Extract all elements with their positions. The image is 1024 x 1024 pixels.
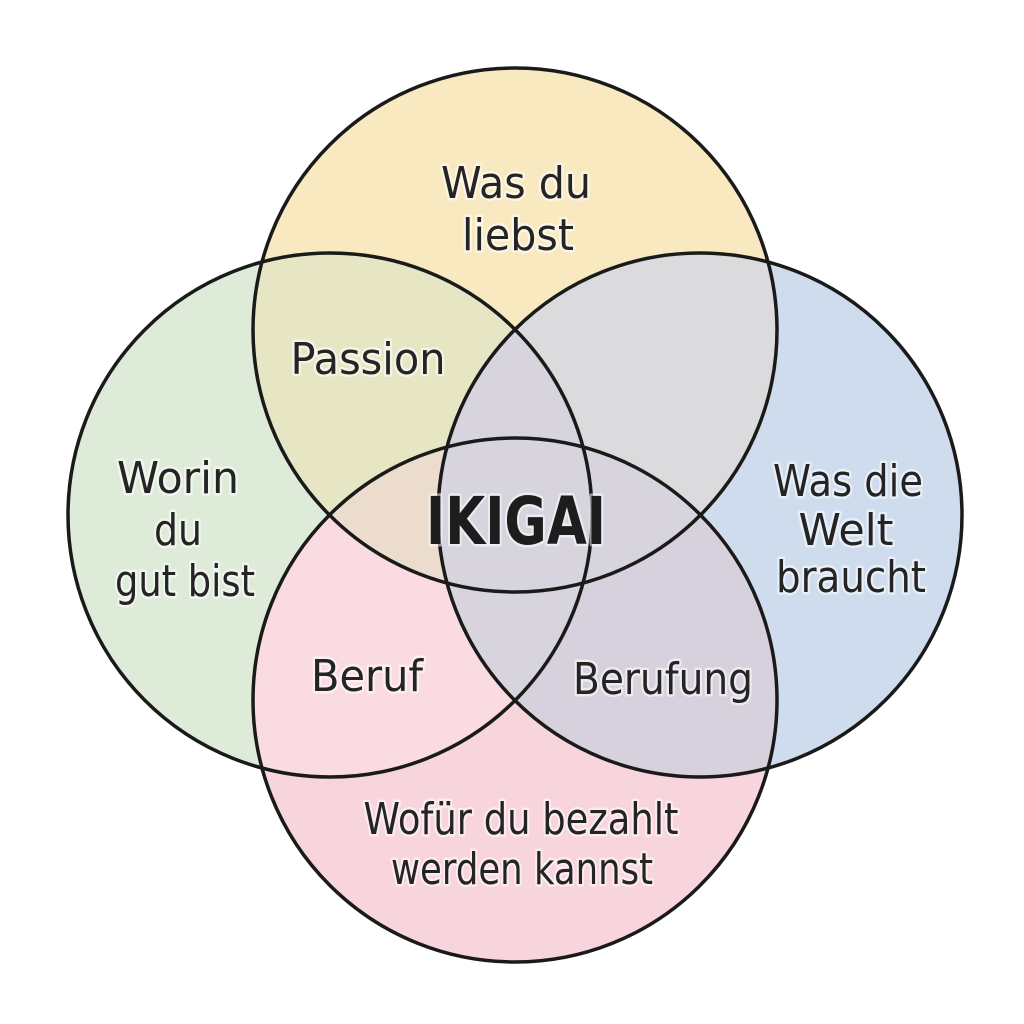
label-top-love-line-1: Was du xyxy=(441,158,591,209)
label-right-world-needs-line-1: Was die xyxy=(773,456,923,507)
label-left-good-at-line-1: Worin xyxy=(117,453,239,504)
label-right-world-needs-line-2: Welt xyxy=(799,505,894,556)
label-left-good-at-line-2: du xyxy=(154,505,202,556)
circle-top-love-outline xyxy=(251,66,779,594)
label-passion: Passion xyxy=(291,334,446,385)
circle-left-good-at-outline xyxy=(66,251,594,779)
label-top-love-line-2: liebst xyxy=(462,210,574,261)
labels: Was du liebst Passion Worin du gut bist … xyxy=(113,156,929,898)
label-berufung: Berufung xyxy=(573,654,753,705)
label-ikigai-center: IKIGAI xyxy=(426,483,606,560)
circle-bottom-paid-for-outline xyxy=(251,436,779,964)
circle-right-world-needs-outline xyxy=(436,251,964,779)
label-right-world-needs-line-3: braucht xyxy=(776,552,926,603)
label-left-good-at-line-3: gut bist xyxy=(115,556,255,607)
circle-outlines xyxy=(66,66,964,964)
label-bottom-paid-for-line-1: Wofür du bezahlt xyxy=(364,794,679,845)
label-beruf: Beruf xyxy=(311,651,424,702)
label-bottom-paid-for-line-2: werden kannst xyxy=(391,844,653,895)
